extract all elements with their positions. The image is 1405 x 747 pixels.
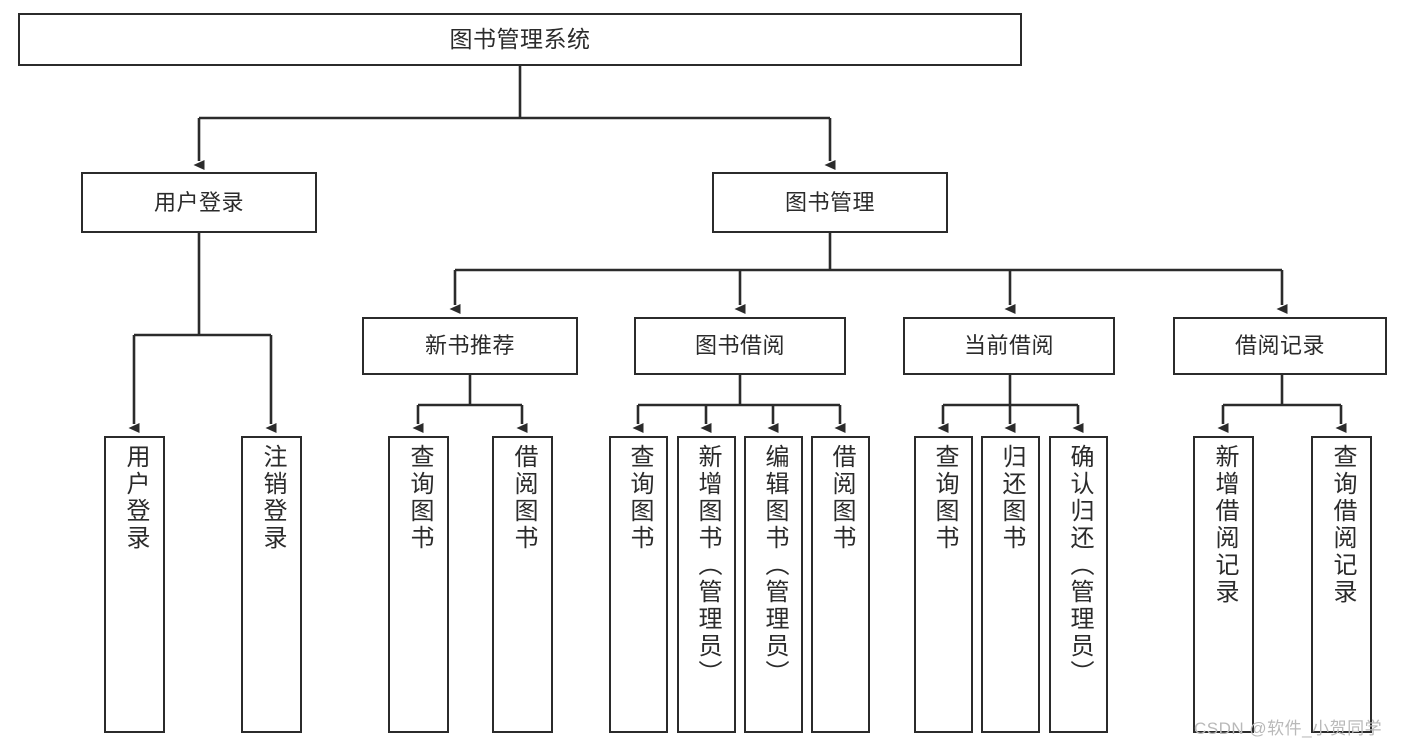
leaf-current-borrow-return[interactable]: 归还图书 bbox=[981, 436, 1040, 733]
leaf-book-borrow-query[interactable]: 查询图书 bbox=[609, 436, 668, 733]
node-label: 新增借阅记录 bbox=[1210, 444, 1238, 606]
node-label: 图书借阅 bbox=[694, 333, 785, 359]
leaf-new-book-borrow[interactable]: 借阅图书 bbox=[492, 436, 553, 733]
node-label: 借阅记录 bbox=[1234, 333, 1325, 359]
node-root-system[interactable]: 图书管理系统 bbox=[18, 13, 1022, 66]
node-label: 新书推荐 bbox=[424, 333, 515, 359]
node-label: 查询图书 bbox=[405, 444, 433, 552]
node-label: 确认归还（管理员） bbox=[1065, 444, 1093, 687]
node-label: 图书管理系统 bbox=[449, 26, 591, 53]
node-book-management[interactable]: 图书管理 bbox=[712, 172, 948, 233]
node-label: 编辑图书（管理员） bbox=[760, 444, 788, 687]
node-label: 用户登录 bbox=[153, 189, 244, 215]
node-book-borrow[interactable]: 图书借阅 bbox=[634, 317, 846, 375]
node-label: 新增图书（管理员） bbox=[693, 444, 721, 687]
node-label: 图书管理 bbox=[784, 189, 875, 215]
node-label: 借阅图书 bbox=[509, 444, 537, 552]
node-label: 用户登录 bbox=[121, 444, 149, 552]
node-borrow-record[interactable]: 借阅记录 bbox=[1173, 317, 1387, 375]
leaf-user-login-logout[interactable]: 注销登录 bbox=[241, 436, 302, 733]
node-user-login[interactable]: 用户登录 bbox=[81, 172, 317, 233]
leaf-borrow-record-query[interactable]: 查询借阅记录 bbox=[1311, 436, 1372, 733]
leaf-new-book-query[interactable]: 查询图书 bbox=[388, 436, 449, 733]
leaf-user-login-login[interactable]: 用户登录 bbox=[104, 436, 165, 733]
leaf-borrow-record-add[interactable]: 新增借阅记录 bbox=[1193, 436, 1254, 733]
leaf-book-borrow-add[interactable]: 新增图书（管理员） bbox=[677, 436, 736, 733]
node-label: 查询图书 bbox=[625, 444, 653, 552]
leaf-book-borrow-borrow[interactable]: 借阅图书 bbox=[811, 436, 870, 733]
node-label: 查询借阅记录 bbox=[1328, 444, 1356, 606]
csdn-watermark: CSDN @软件_小贺同学 bbox=[1194, 719, 1383, 738]
node-label: 注销登录 bbox=[258, 444, 286, 552]
node-label: 借阅图书 bbox=[827, 444, 855, 552]
leaf-book-borrow-edit[interactable]: 编辑图书（管理员） bbox=[744, 436, 803, 733]
leaf-current-borrow-query[interactable]: 查询图书 bbox=[914, 436, 973, 733]
leaf-current-borrow-confirm[interactable]: 确认归还（管理员） bbox=[1049, 436, 1108, 733]
node-new-book-recommend[interactable]: 新书推荐 bbox=[362, 317, 578, 375]
node-label: 归还图书 bbox=[997, 444, 1025, 552]
node-current-borrow[interactable]: 当前借阅 bbox=[903, 317, 1115, 375]
node-label: 查询图书 bbox=[930, 444, 958, 552]
node-label: 当前借阅 bbox=[963, 333, 1054, 359]
